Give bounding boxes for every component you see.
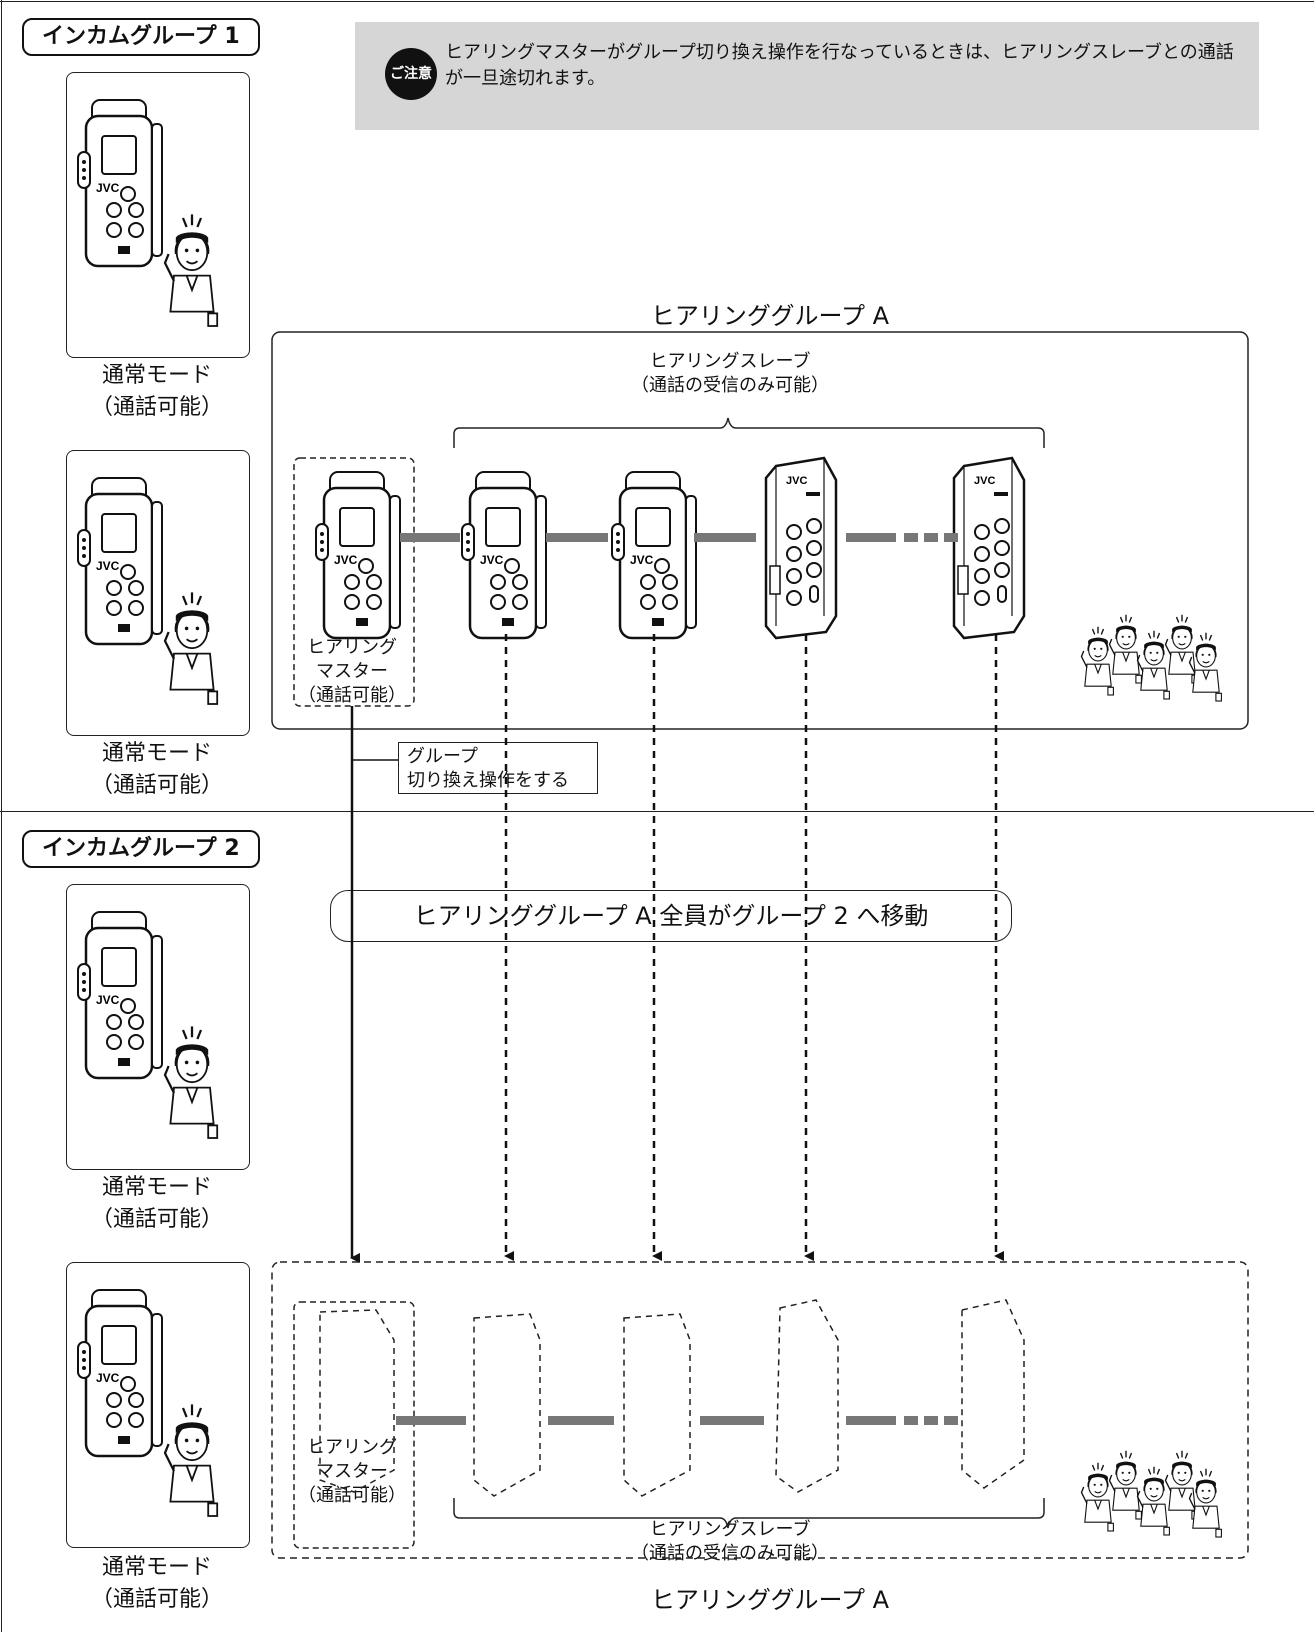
group-of-people-icon xyxy=(1082,615,1222,701)
person-speaking-icon xyxy=(163,1025,219,1140)
master-label-bottom: ヒアリングマスター（通話可能） xyxy=(298,1437,406,1506)
hearing-group-title-bottom: ヒアリンググループ A xyxy=(650,1586,890,1614)
intercom-group-1-label: インカムグループ 1 xyxy=(22,18,260,56)
caution-text: ヒアリングマスターがグループ切り換え操作を行なっているときは、ヒアリングスレーブ… xyxy=(445,42,1234,89)
slave-move-arrows xyxy=(504,634,1004,1261)
intercom-transceiver-icon xyxy=(76,476,164,646)
caution-icon: ご注意 xyxy=(385,48,437,100)
slave-label-top: ヒアリングスレーブ（通話の受信のみ可能） xyxy=(631,351,829,396)
left-border xyxy=(1,0,2,1632)
normal-mode-label-1: 通常モード（通話可能） xyxy=(90,363,223,420)
person-speaking-icon xyxy=(163,591,219,706)
intercom-transceiver-icon xyxy=(460,470,548,640)
pocket-receiver-icon xyxy=(764,456,838,640)
normal-mode-label-4: 通常モード（通話可能） xyxy=(90,1555,223,1612)
hearing-group-frame-bottom xyxy=(271,1261,1249,1559)
master-label-top: ヒアリングマスター（通話可能） xyxy=(298,637,406,706)
intercom-group-2-label: インカムグループ 2 xyxy=(22,830,260,868)
hearing-group-title-top: ヒアリンググループ A xyxy=(650,302,890,330)
intercom-transceiver-icon xyxy=(76,1288,164,1458)
slave-brace-top xyxy=(453,417,1045,448)
section-divider xyxy=(0,811,1314,812)
top-border xyxy=(0,1,1314,2)
intercom-transceiver-icon xyxy=(610,470,698,640)
caution-notice: ご注意 ヒアリングマスターがグループ切り換え操作を行なっているときは、ヒアリング… xyxy=(355,22,1259,130)
normal-mode-label-3: 通常モード（通話可能） xyxy=(90,1175,223,1232)
person-speaking-icon xyxy=(163,1403,219,1518)
normal-mode-label-2: 通常モード（通話可能） xyxy=(90,741,223,798)
hearing-group-frame-top xyxy=(271,331,1249,730)
switch-operation-callout: グループ切り換え操作をする xyxy=(398,742,598,794)
ghost-device-outlines xyxy=(319,1299,1025,1497)
connection-bars-bottom xyxy=(396,1416,958,1425)
intercom-transceiver-icon xyxy=(314,470,402,640)
intercom-transceiver-icon xyxy=(76,98,164,268)
intercom-transceiver-icon xyxy=(76,910,164,1080)
move-to-group-2-banner: ヒアリンググループ A 全員がグループ 2 へ移動 xyxy=(330,890,1012,942)
connection-bars-top xyxy=(400,533,958,542)
person-speaking-icon xyxy=(163,213,219,328)
master-frame-top xyxy=(293,457,415,707)
group-of-people-icon xyxy=(1082,1451,1222,1537)
slave-brace-bottom xyxy=(453,1498,1045,1529)
pocket-receiver-icon xyxy=(952,456,1026,640)
